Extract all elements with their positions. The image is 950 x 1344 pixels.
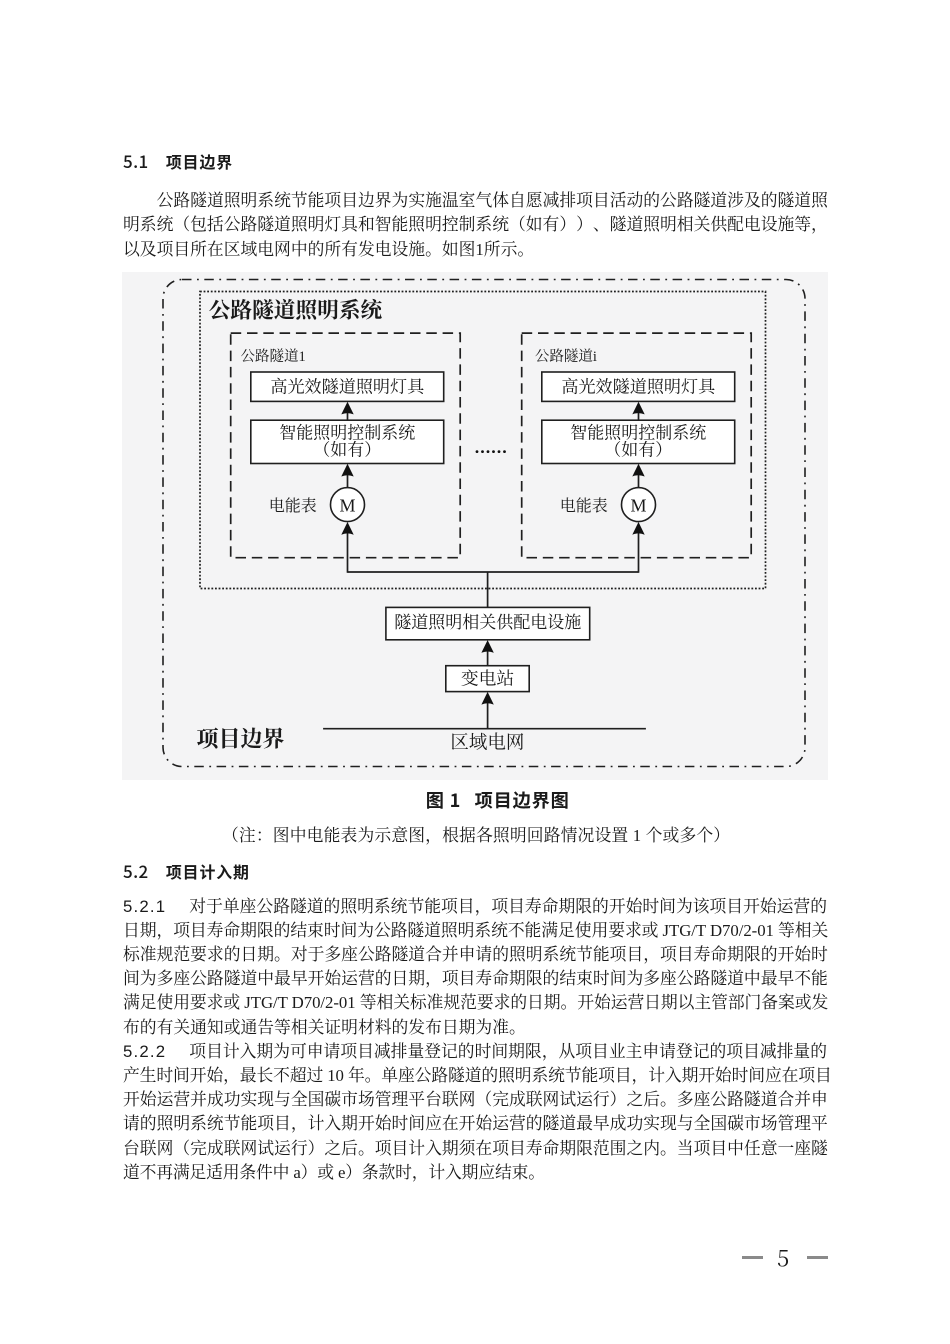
- svg-text:项目边界: 项目边界: [197, 727, 285, 752]
- svg-text:变电站: 变电站: [461, 669, 514, 689]
- svg-text:M: M: [339, 496, 355, 516]
- svg-text:电能表: 电能表: [269, 496, 317, 515]
- svg-text:区域电网: 区域电网: [450, 733, 524, 754]
- svg-text:高光效隧道照明灯具: 高光效隧道照明灯具: [270, 377, 425, 396]
- svg-text:（如有）: （如有）: [604, 441, 672, 460]
- svg-text:公路隧道1: 公路隧道1: [241, 348, 306, 365]
- svg-text:电能表: 电能表: [560, 496, 608, 515]
- svg-text:公路隧道照明系统: 公路隧道照明系统: [209, 298, 384, 322]
- svg-text:隧道照明相关供配电设施: 隧道照明相关供配电设施: [394, 613, 581, 632]
- svg-text:高光效隧道照明灯具: 高光效隧道照明灯具: [561, 377, 716, 396]
- svg-text:M: M: [630, 496, 646, 516]
- svg-text:智能照明控制系统: 智能照明控制系统: [279, 423, 415, 442]
- svg-text:公路隧道i: 公路隧道i: [535, 348, 597, 365]
- svg-text:（如有）: （如有）: [313, 441, 381, 460]
- svg-text:智能照明控制系统: 智能照明控制系统: [570, 423, 706, 442]
